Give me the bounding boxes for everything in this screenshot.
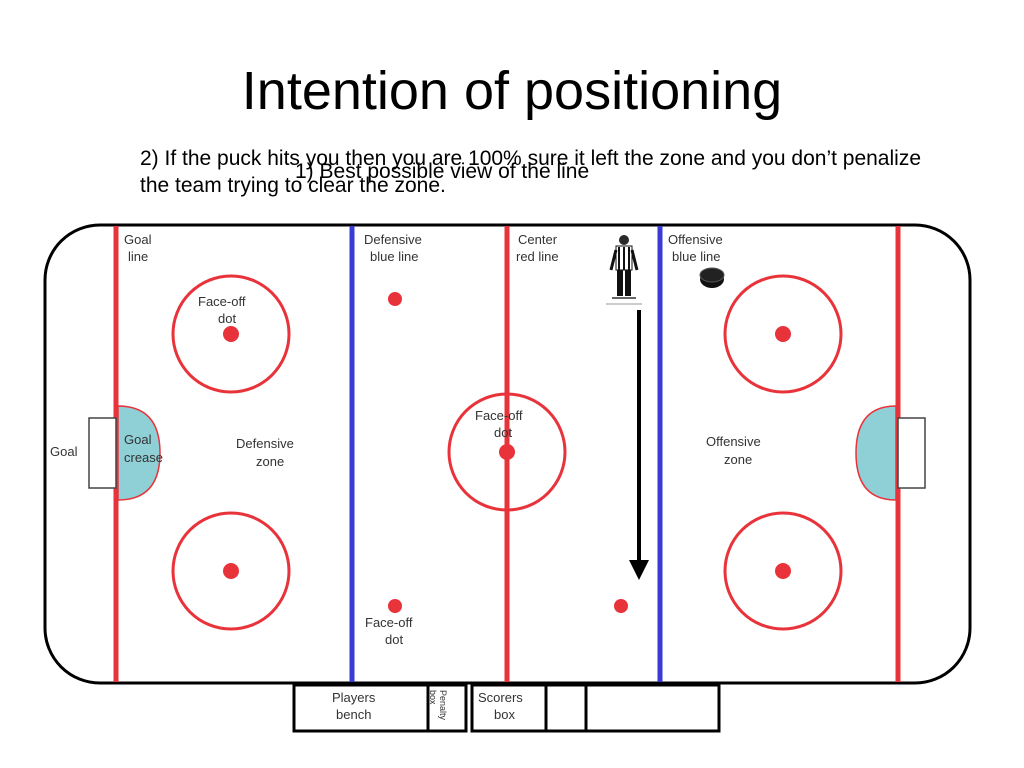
faceoff-dot — [775, 326, 791, 342]
penalty-box — [544, 683, 588, 733]
faceoff-circle-top-right — [723, 274, 843, 394]
left-goal-crease — [117, 405, 161, 501]
faceoff-dot — [223, 563, 239, 579]
point-puck-hits-you: 2) If the puck hits you then you are 100… — [140, 147, 921, 197]
offensive-blue-line-label: Offensive blue line — [668, 232, 726, 264]
faceoff-dot — [614, 599, 628, 613]
scorers-box-label: Scorers box — [478, 690, 526, 722]
faceoff-dot — [775, 563, 791, 579]
slide-title: Intention of positioning — [241, 61, 783, 121]
faceoff-dot — [388, 599, 402, 613]
right-goal-crease — [855, 405, 897, 501]
right-goal-net — [897, 417, 926, 489]
offensive-zone-label: Offensive zone — [706, 434, 764, 467]
referee-icon — [604, 230, 644, 308]
faceoff-circle-bottom-right — [723, 511, 843, 631]
faceoff-circle-bottom-left — [171, 511, 291, 631]
bench-box — [584, 683, 721, 733]
point-best-view: 1) Best possible view of the line — [295, 160, 590, 183]
faceoff-dot — [388, 292, 402, 306]
faceoff-dot-label: Face-off dot — [365, 615, 416, 647]
defensive-zone-label: Defensive zone — [236, 436, 297, 469]
faceoff-dot — [223, 326, 239, 342]
defensive-blue-line-label: Defensive blue line — [364, 232, 425, 264]
goal-line-label: Goal line — [124, 232, 155, 264]
puck-icon — [699, 267, 725, 288]
down-arrow-icon — [629, 310, 649, 580]
goal-label: Goal — [50, 444, 78, 459]
faceoff-circle-center — [447, 392, 567, 512]
faceoff-dot-label: Face-off dot — [198, 294, 249, 326]
faceoff-dot — [499, 444, 515, 460]
penalty-box — [426, 683, 468, 733]
players-bench-label: Players bench — [332, 690, 379, 722]
penalty-box-label: Penalty box — [428, 690, 448, 723]
faceoff-dot-label: Face-off dot — [475, 408, 526, 440]
players-bench — [292, 683, 430, 733]
goal-crease-label: Goal crease — [124, 432, 163, 465]
center-red-line-label: Center red line — [516, 232, 561, 264]
left-goal-net — [88, 417, 117, 489]
faceoff-circle-top-left — [171, 274, 291, 394]
